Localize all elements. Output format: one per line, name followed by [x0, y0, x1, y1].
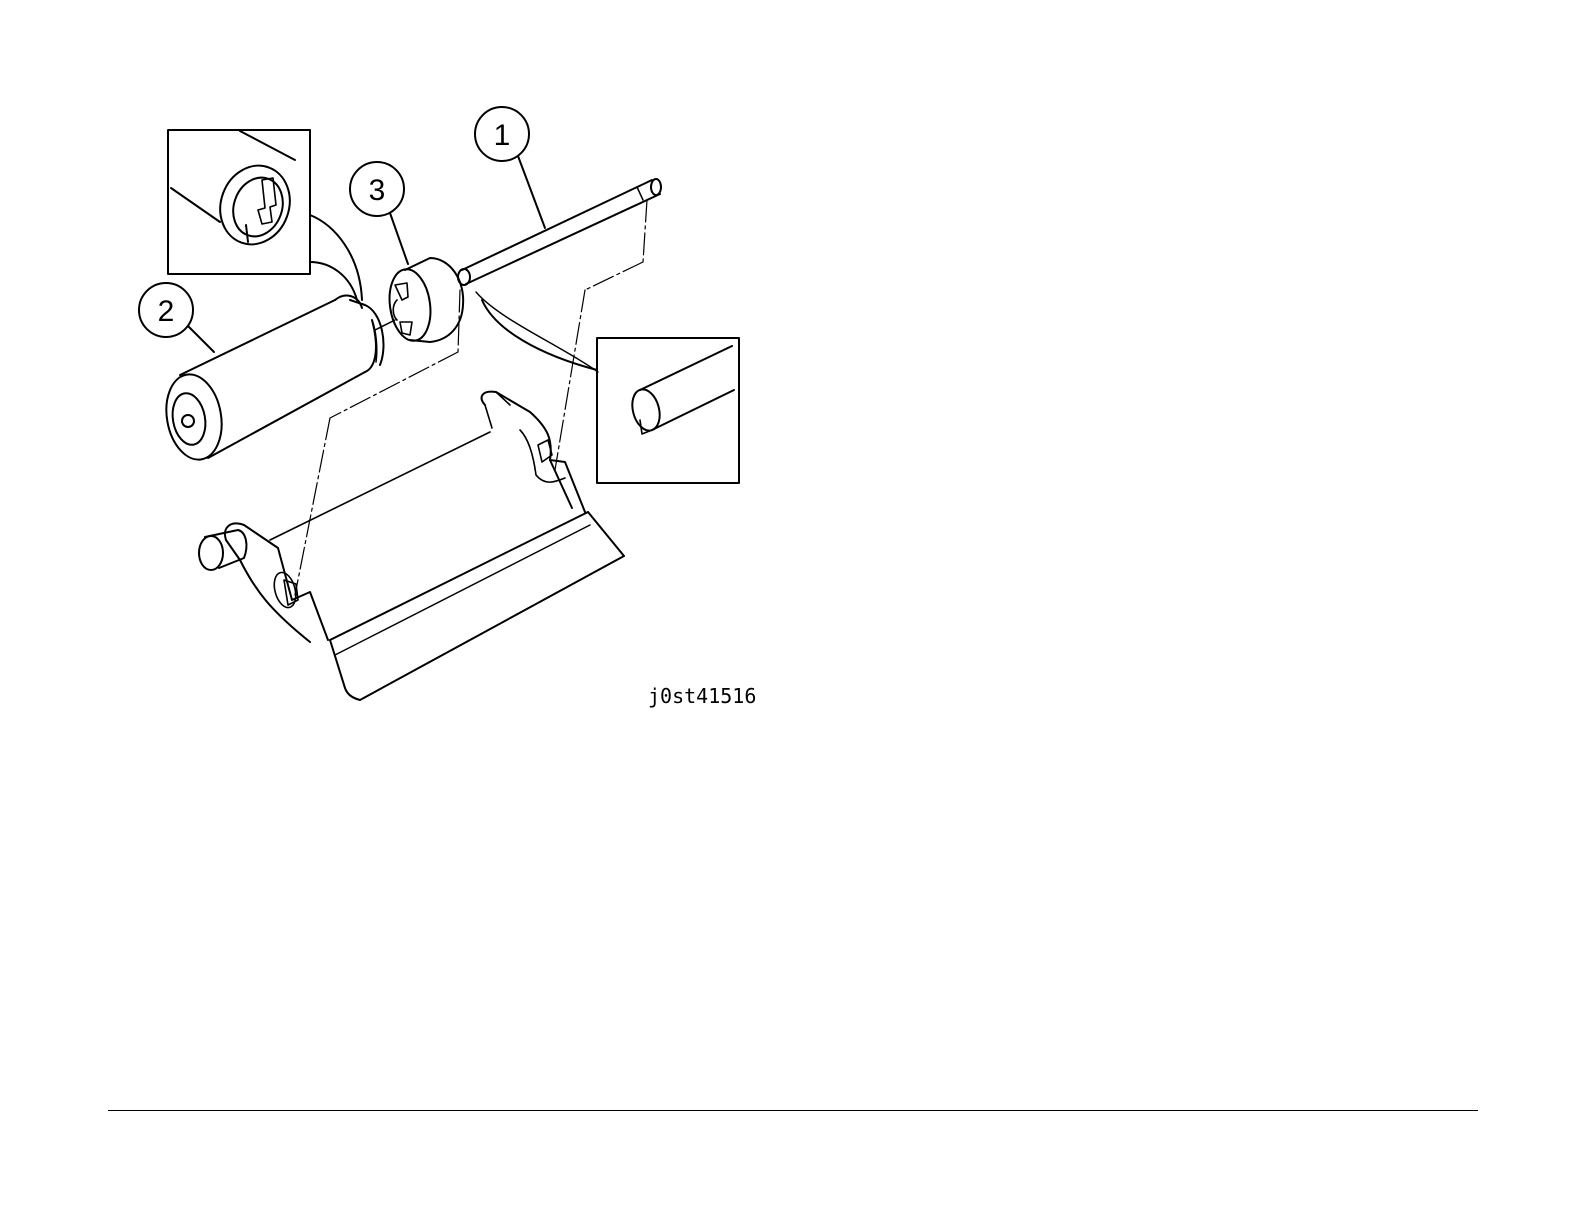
detail-inset-shaft-end: [597, 338, 739, 483]
callout-1-label: 1: [494, 119, 511, 152]
part-roller: [160, 296, 384, 464]
detail-inset-roller-end: [168, 130, 310, 274]
part-bushing: [385, 258, 463, 343]
callout-1: 1: [475, 107, 545, 228]
callout-2-label: 2: [158, 295, 175, 328]
callout-2: 2: [139, 283, 214, 352]
part-shaft: [458, 179, 661, 285]
callout-3-label: 3: [369, 174, 386, 207]
alignment-lines: [295, 200, 647, 595]
footer-divider: [108, 1110, 1478, 1111]
figure-id-label: j0st41516: [648, 684, 756, 708]
callout-3: 3: [350, 162, 408, 264]
